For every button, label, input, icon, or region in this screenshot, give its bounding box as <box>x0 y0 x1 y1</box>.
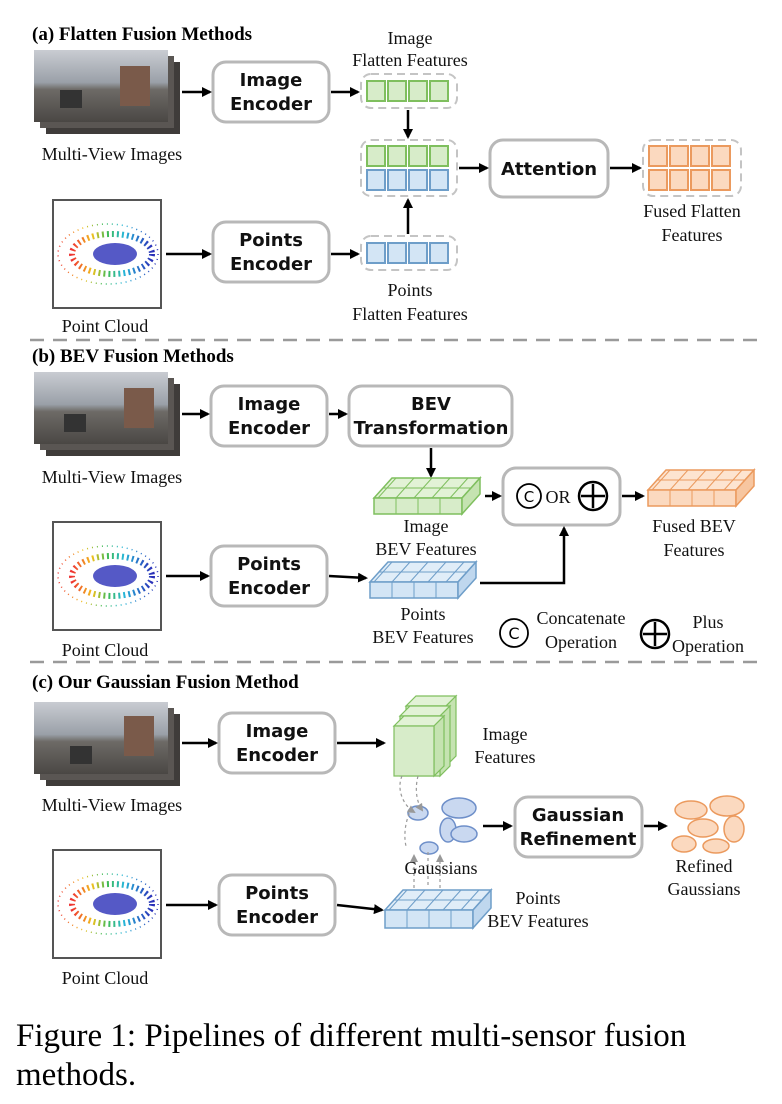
image-encoder-line1-b: Image <box>238 394 301 415</box>
image-flatten-label-line1: Image <box>388 28 433 48</box>
figure-caption-line2: methods. <box>16 1057 136 1093</box>
image-flatten-cells <box>366 80 449 102</box>
arrow-encoder-to-points-bev <box>328 572 368 583</box>
concat-symbol: C <box>524 488 534 506</box>
image-encoder-line2-b: Encoder <box>228 418 310 439</box>
points-encoder-line1-b: Points <box>237 554 301 575</box>
image-encoder-box-a <box>211 60 331 124</box>
arrow-points-bev-to-fusion <box>480 526 569 585</box>
concat-legend-symbol: C <box>508 624 519 643</box>
concat-icon <box>516 483 542 509</box>
fused-bev-label-line2: Features <box>664 540 725 560</box>
section-c-title: (c) Our Gaussian Fusion Method <box>32 672 299 693</box>
concat-legend-icon <box>499 618 529 648</box>
image-bev-label-line1: Image <box>404 516 449 536</box>
image-features-label-line1: Image <box>483 724 528 744</box>
points-encoder-box-b <box>209 544 329 608</box>
gaussians-cluster <box>407 797 478 855</box>
points-encoder-box-c <box>217 873 337 937</box>
points-flatten-label-line1: Points <box>387 280 432 300</box>
points-encoder-line1-c: Points <box>245 883 309 904</box>
gaussians-label: Gaussians <box>405 858 478 878</box>
merged-points-cells <box>366 169 449 191</box>
fused-flatten-label-line1: Fused Flatten <box>643 201 741 221</box>
multiview-images-a <box>34 50 180 134</box>
image-features-label-line2: Features <box>475 747 536 767</box>
image-encoder-box-c <box>217 711 337 775</box>
image-encoder-box-b <box>209 384 329 448</box>
points-bev-label-line2: BEV Features <box>372 627 473 647</box>
points-encoder-line2-a: Encoder <box>230 254 312 275</box>
fused-flatten-cells <box>648 145 731 191</box>
gaussian-refinement-box <box>513 795 644 859</box>
points-flatten-label-line2: Flatten Features <box>352 304 467 324</box>
image-encoder-line2-a: Encoder <box>230 94 312 115</box>
refined-gaussians-cluster <box>671 795 745 854</box>
image-features-stack <box>392 694 458 778</box>
multiview-images-b <box>34 372 180 456</box>
plus-icon <box>577 480 609 512</box>
point-cloud-b <box>52 521 162 631</box>
bev-transformation-line1: BEV <box>411 394 451 415</box>
plus-legend-line1: Plus <box>692 612 723 632</box>
points-bev-label-line1: Points <box>400 604 445 624</box>
image-encoder-line1-a: Image <box>240 70 303 91</box>
fused-bev-grid <box>646 468 756 508</box>
pointcloud-label-b: Point Cloud <box>62 640 149 660</box>
image-flatten-container <box>360 73 458 109</box>
points-bev-grid-c <box>383 888 493 930</box>
merged-image-cells <box>366 145 449 167</box>
points-bev-c-label-line1: Points <box>515 888 560 908</box>
fused-flatten-label-line2: Features <box>662 225 723 245</box>
point-cloud-a <box>52 199 162 309</box>
bev-transformation-line2: Transformation <box>354 418 509 439</box>
gaussian-refinement-line1: Gaussian <box>532 805 624 826</box>
bev-transformation-box <box>347 384 514 448</box>
image-encoder-line1-c: Image <box>246 721 309 742</box>
pointcloud-label-c: Point Cloud <box>62 968 149 988</box>
image-bev-grid <box>372 476 482 516</box>
multiview-label-c: Multi-View Images <box>42 795 182 815</box>
gaussian-refinement-line2: Refinement <box>520 829 637 850</box>
points-encoder-line1-a: Points <box>239 230 303 251</box>
points-bev-c-label-line2: BEV Features <box>487 911 588 931</box>
plus-legend-icon <box>639 618 671 650</box>
figure-caption-line1: Figure 1: Pipelines of different multi-s… <box>16 1018 686 1054</box>
image-flatten-label-line2: Flatten Features <box>352 50 467 70</box>
fused-flatten-container <box>642 139 742 197</box>
points-encoder-line2-c: Encoder <box>236 907 318 928</box>
concat-legend-line2: Operation <box>545 632 617 652</box>
fused-bev-label-line1: Fused BEV <box>652 516 736 536</box>
merged-flatten-container <box>360 139 458 197</box>
points-bev-grid <box>368 560 478 600</box>
arrow-encoder-to-points-bev-c <box>336 903 384 915</box>
points-encoder-box-a <box>211 220 331 284</box>
refined-label-line1: Refined <box>676 856 733 876</box>
image-bev-label-line2: BEV Features <box>375 539 476 559</box>
multiview-label-a: Multi-View Images <box>42 144 182 164</box>
points-encoder-line2-b: Encoder <box>228 578 310 599</box>
attention-label: Attention <box>501 159 597 180</box>
section-b-title: (b) BEV Fusion Methods <box>32 346 234 367</box>
plus-legend-line2: Operation <box>672 636 744 656</box>
attention-box <box>488 138 610 199</box>
or-text: OR <box>545 487 570 507</box>
multiview-images-c <box>34 702 180 786</box>
point-cloud-c <box>52 849 162 959</box>
concat-legend-line1: Concatenate <box>537 608 626 628</box>
multiview-label-b: Multi-View Images <box>42 467 182 487</box>
points-flatten-cells <box>366 242 449 264</box>
section-a-title: (a) Flatten Fusion Methods <box>32 24 252 45</box>
pointcloud-label-a: Point Cloud <box>62 316 149 336</box>
refined-label-line2: Gaussians <box>668 879 741 899</box>
points-flatten-container <box>360 235 458 271</box>
image-encoder-line2-c: Encoder <box>236 745 318 766</box>
gaussian-sampling-arrows <box>399 775 444 888</box>
